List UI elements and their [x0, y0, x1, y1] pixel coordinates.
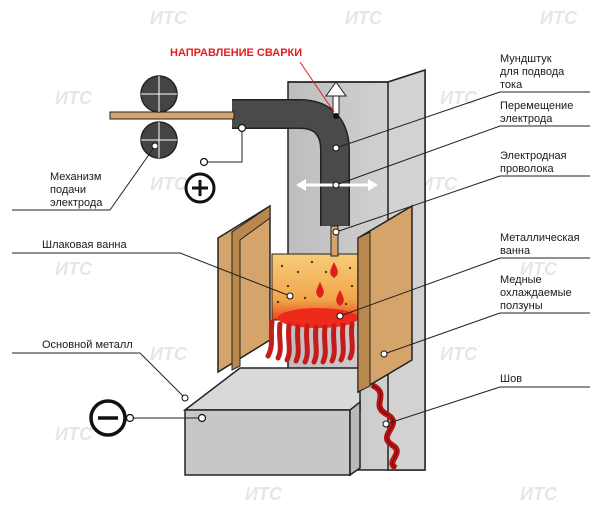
svg-text:электрода: электрода — [50, 197, 103, 209]
copper-shoe-left — [217, 204, 271, 374]
svg-text:тока: тока — [500, 79, 523, 91]
minus-terminal — [89, 399, 207, 437]
svg-text:Механизм: Механизм — [50, 171, 101, 183]
svg-text:ползуны: ползуны — [500, 300, 543, 312]
copper-shoe-right — [357, 204, 413, 394]
label-slag-bath: Шлаковая ванна — [42, 239, 128, 251]
watermark-layer: ИТС ИТС ИТС ИТС ИТС ИТС ИТС ИТС ИТС ИТС … — [55, 8, 578, 504]
svg-text:ИТС: ИТС — [55, 424, 93, 444]
svg-text:Медные: Медные — [500, 274, 542, 286]
svg-text:ИТС: ИТС — [440, 88, 478, 108]
svg-text:ИТС: ИТС — [440, 344, 478, 364]
electrode-wire — [109, 111, 339, 257]
metal-bath-strands — [265, 319, 355, 365]
svg-text:ИТС: ИТС — [55, 88, 93, 108]
label-feed-mechanism: Механизм подачи электрода — [50, 171, 103, 209]
base-metal-block — [182, 367, 361, 477]
callout-lines — [12, 61, 590, 428]
svg-text:ИТС: ИТС — [150, 344, 188, 364]
svg-text:подачи: подачи — [50, 184, 86, 196]
svg-text:ИТС: ИТС — [345, 8, 383, 28]
svg-text:ИТС: ИТС — [540, 8, 578, 28]
svg-text:Электродная: Электродная — [500, 150, 567, 162]
label-copper-shoes: Медные охлаждаемые ползуны — [500, 274, 572, 312]
svg-text:ИТС: ИТС — [520, 259, 558, 279]
svg-text:электрода: электрода — [500, 113, 553, 125]
svg-text:ИТС: ИТС — [420, 174, 458, 194]
label-seam: Шов — [500, 373, 522, 385]
label-electrode-wire: Электродная проволока — [500, 150, 567, 175]
svg-text:ИТС: ИТС — [245, 484, 283, 504]
metal-droplets — [316, 262, 344, 306]
slag-particles — [276, 260, 354, 306]
svg-text:проволока: проволока — [500, 163, 555, 175]
label-base-metal: Основной металл — [42, 339, 133, 351]
weld-seam — [370, 382, 400, 471]
svg-text:ИТС: ИТС — [150, 8, 188, 28]
label-nozzle: Мундштук для подвода тока — [500, 53, 565, 91]
svg-text:ИТС: ИТС — [150, 174, 188, 194]
welding-direction-title: НАПРАВЛЕНИЕ СВАРКИ — [170, 47, 302, 59]
slag-bath — [271, 253, 361, 328]
svg-text:ИТС: ИТС — [55, 259, 93, 279]
welding-direction-arrow — [325, 81, 347, 115]
plus-terminal — [184, 123, 247, 204]
svg-text:ванна: ванна — [500, 245, 531, 257]
label-electrode-move: Перемещение электрода — [500, 100, 573, 125]
svg-text:Металлическая: Металлическая — [500, 232, 580, 244]
label-metal-bath: Металлическая ванна — [500, 232, 580, 257]
svg-text:ИТС: ИТС — [520, 484, 558, 504]
svg-text:охлаждаемые: охлаждаемые — [500, 287, 572, 299]
svg-text:Перемещение: Перемещение — [500, 100, 573, 112]
svg-text:Мундштук: Мундштук — [500, 53, 552, 65]
svg-text:для подвода: для подвода — [500, 66, 565, 78]
feed-rollers — [140, 75, 178, 159]
